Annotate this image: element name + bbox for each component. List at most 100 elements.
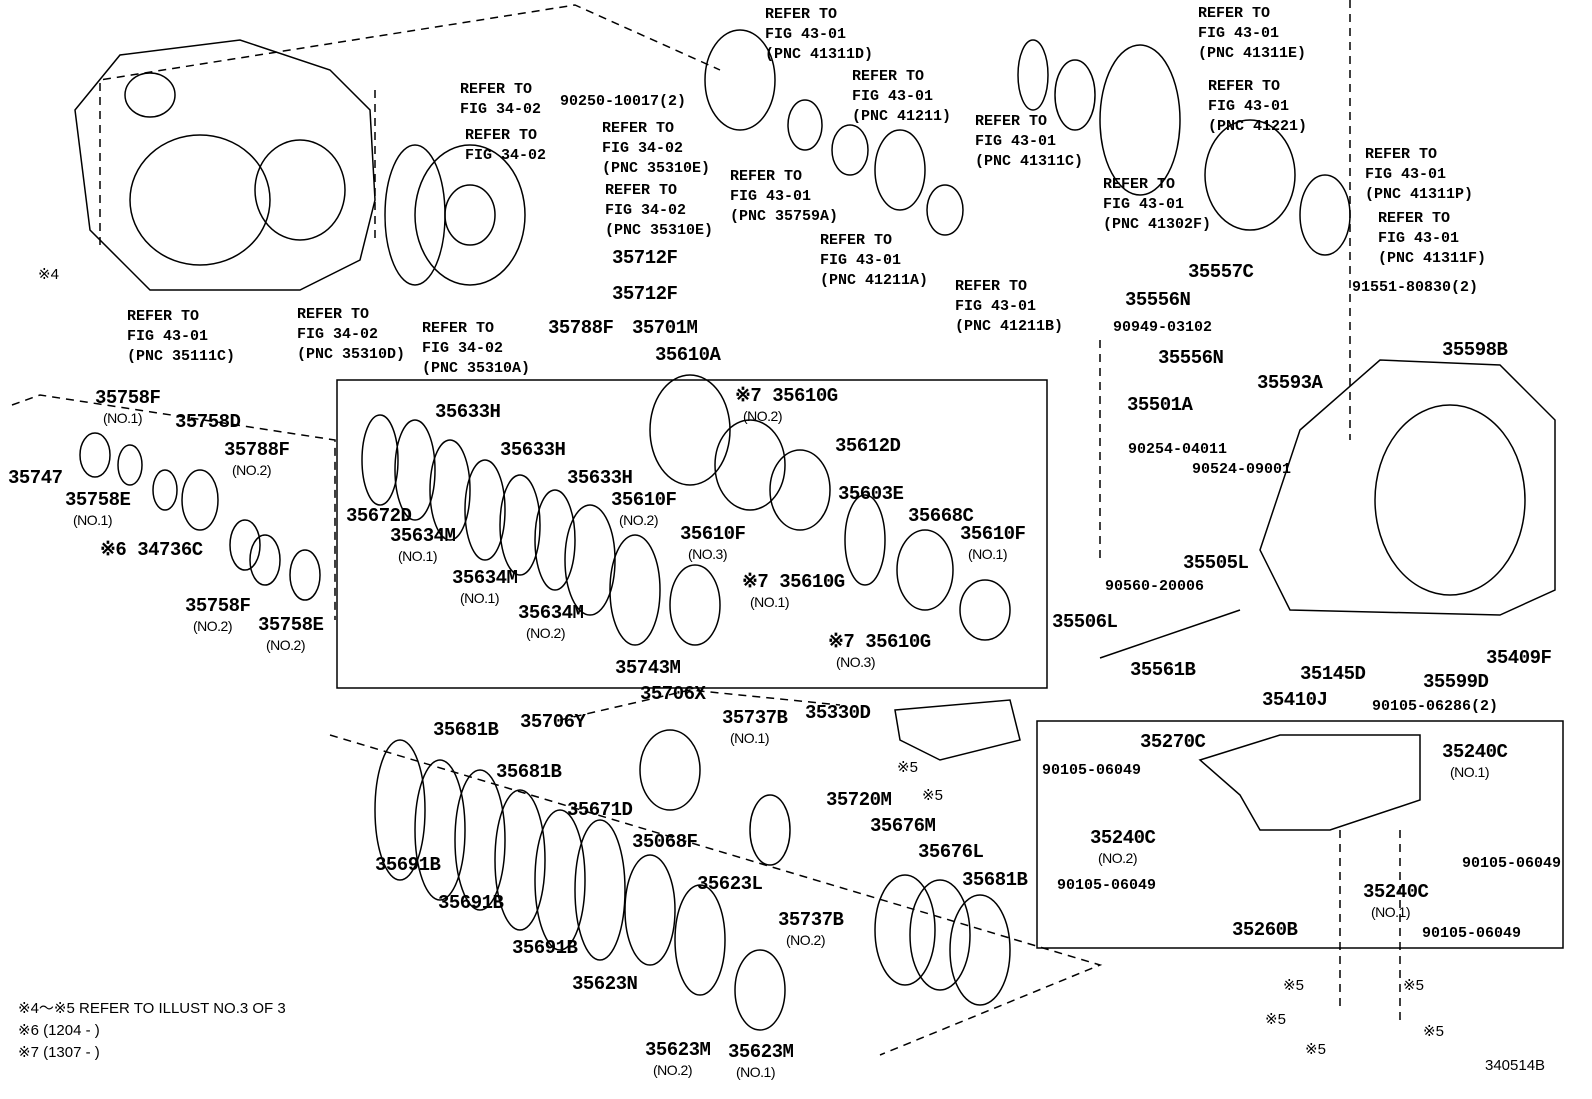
part-variant-label: (NO.1) (103, 410, 143, 426)
part-number-callout: 90105-06286(2) (1372, 697, 1498, 717)
part-number-callout: 35623N (572, 973, 638, 995)
callout-line: FIG 43-01 (975, 133, 1057, 150)
part-number-callout: 35612D (835, 435, 901, 457)
callout-line: REFER TO (852, 68, 925, 85)
callout-line: 35633H (435, 401, 501, 423)
part-number-callout: 35506L (1052, 611, 1118, 633)
part-number-callout: 35598B (1442, 339, 1508, 361)
callout-line: 35633H (500, 439, 566, 461)
callout-line: ※5 (1265, 1011, 1286, 1028)
callout-line: 35737B (722, 707, 788, 729)
part-number-callout: 35668C (908, 505, 974, 527)
callout-line: REFER TO (422, 320, 495, 337)
transaxle-housing-left (74, 39, 376, 291)
callout-line: 35623M (645, 1039, 711, 1061)
part-number-callout: 35758F(NO.1) (95, 387, 161, 427)
part-variant-label: (NO.1) (736, 1064, 776, 1080)
callout-line: 35633H (567, 467, 633, 489)
part-variant-label: (NO.2) (193, 618, 233, 634)
part-number-callout: 35712F (612, 247, 678, 269)
part-number-callout: 35610F(NO.3) (680, 523, 746, 563)
callout-line: (PNC 41211A) (820, 272, 929, 289)
callout-line: REFER TO (1103, 176, 1176, 193)
part-variant-label: (NO.1) (1450, 764, 1490, 780)
callout-line: FIG 43-01 (1103, 196, 1185, 213)
callout-line: 35681B (433, 719, 499, 741)
callout-line: 35758D (175, 411, 241, 433)
callout-line: REFER TO (1198, 5, 1271, 22)
callout-line: 35691B (512, 937, 578, 959)
callout-line: 35671D (567, 799, 633, 821)
part-number-callout: ※6 34736C (100, 539, 203, 561)
callout-line: ※7 35610G (742, 571, 845, 593)
part-number-callout: 35758F(NO.2) (185, 595, 251, 635)
callout-line: (PNC 41311F) (1378, 250, 1487, 267)
part-number-callout: 35681B (496, 761, 562, 783)
callout-line: FIG 43-01 (1378, 230, 1460, 247)
part-number-callout: 35623L (697, 873, 763, 895)
part-number-callout: 35603E (838, 483, 904, 505)
callout-line: FIG 43-01 (955, 298, 1037, 315)
callout-line: FIG 43-01 (1208, 98, 1290, 115)
part-number-callout: 35747 (8, 467, 63, 489)
illustration-code: 340514B (1485, 1057, 1546, 1074)
callout-line: (PNC 41211) (852, 108, 952, 125)
lower-clutch-parts (374, 699, 1021, 1031)
callout-line: (PNC 41211B) (955, 318, 1064, 335)
callout-line: 90105-06049 (1462, 855, 1562, 872)
part-number-callout: 35561B (1130, 659, 1196, 681)
valve-body (1198, 734, 1421, 831)
callout-line: 35737B (778, 909, 844, 931)
callout-line: 35623M (728, 1041, 794, 1063)
callout-line: ※7 35610G (735, 385, 838, 407)
callout-line: 35501A (1127, 394, 1193, 416)
part-number-callout: ※7 35610G(NO.1) (742, 571, 845, 611)
part-variant-label: (NO.1) (460, 590, 500, 606)
part-number-callout: 35634M(NO.1) (390, 525, 456, 565)
part-number-callout: 35623M(NO.2) (645, 1039, 711, 1079)
callout-line: REFER TO (1378, 210, 1451, 227)
callout-line: FIG 43-01 (765, 26, 847, 43)
callout-line: 35556N (1158, 347, 1224, 369)
callout-line: 35676M (870, 815, 936, 837)
part-variant-label: (NO.2) (743, 408, 782, 424)
part-number-callout: 90524-09001 (1192, 460, 1291, 480)
callout-line: 35634M (518, 602, 584, 624)
callout-line: 35701M (632, 317, 698, 339)
part-number-callout: 35557C (1188, 261, 1254, 283)
clutch-discs (361, 374, 1011, 646)
part-number-callout: 35676M (870, 815, 936, 837)
part-number-callout: 35701M (632, 317, 698, 339)
callout-line: 35610A (655, 344, 721, 366)
part-number-callout: 35681B (962, 869, 1028, 891)
callout-line: 35672D (346, 505, 412, 527)
callout-line: (PNC 41311D) (765, 46, 874, 63)
note-marker: ※5 (897, 758, 918, 778)
part-number-callout: 35270C (1140, 731, 1206, 753)
part-number-callout: 35610F(NO.2) (611, 489, 677, 529)
callout-line: (PNC 35111C) (127, 348, 236, 365)
callout-line: (PNC 41311P) (1365, 186, 1474, 203)
part-number-callout: 35634M(NO.1) (452, 567, 518, 607)
note-marker: ※5 (1305, 1040, 1326, 1060)
callout-line: FIG 34-02 (465, 147, 547, 164)
part-variant-label: (NO.2) (1098, 850, 1138, 866)
callout-line: REFER TO (975, 113, 1048, 130)
part-variant-label: (NO.2) (526, 625, 566, 641)
note-marker: ※4 (38, 265, 59, 285)
callout-line: FIG 43-01 (730, 188, 812, 205)
part-variant-label: (NO.3) (688, 546, 728, 562)
part-number-callout: 35671D (567, 799, 633, 821)
callout-line: 35681B (962, 869, 1028, 891)
part-number-callout: 35758D (175, 411, 241, 433)
callout-line: 90105-06049 (1422, 925, 1522, 942)
callout-line: 35603E (838, 483, 904, 505)
callout-line: 35260B (1232, 919, 1298, 941)
